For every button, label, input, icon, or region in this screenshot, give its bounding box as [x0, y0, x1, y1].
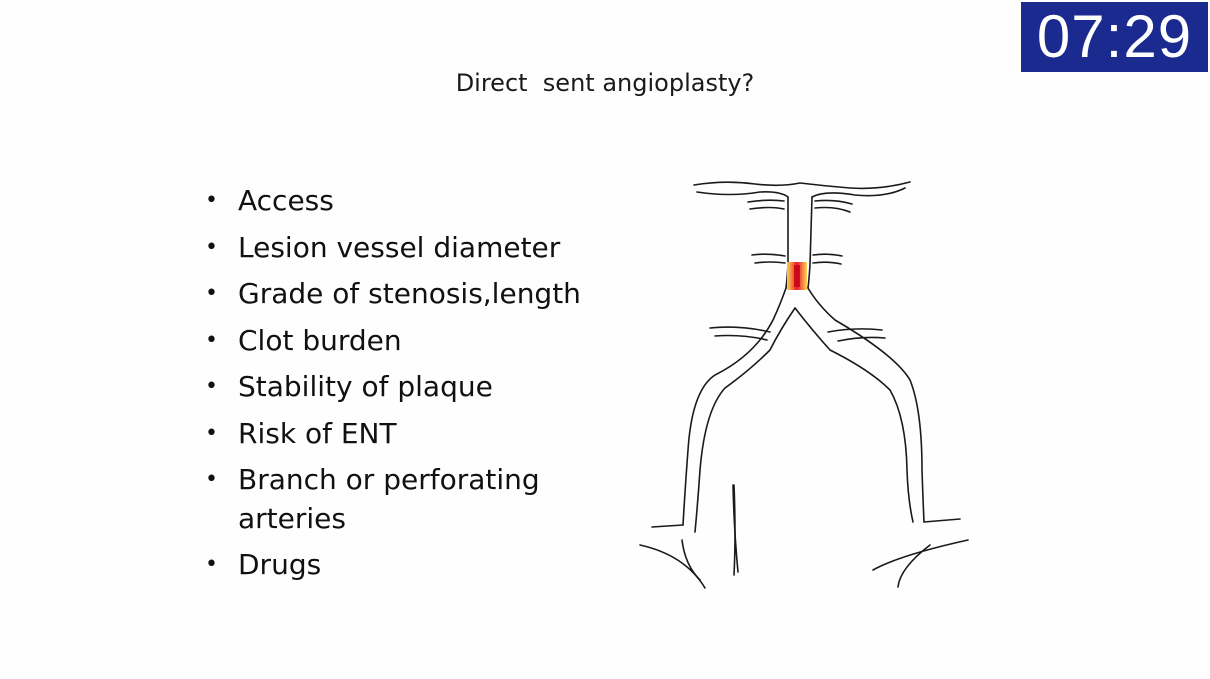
sca-right-lower — [814, 206, 851, 213]
bullet-item: • Drugs — [200, 546, 620, 585]
sca-right-upper — [814, 199, 853, 205]
right-vertebral-inner — [794, 307, 914, 523]
pca-upper-wall — [693, 181, 911, 190]
bullet-item: • Clot burden — [200, 322, 620, 361]
bullet-text: Access — [238, 184, 334, 217]
bullet-dot: • — [205, 552, 218, 577]
bullet-item: • Grade of stenosis,length — [200, 275, 620, 314]
bullet-text: Clot burden — [238, 323, 402, 357]
bullet-dot: • — [205, 234, 218, 260]
left-vertebral-inner — [694, 307, 796, 533]
bullet-item: • Risk of ENT — [200, 415, 620, 454]
sca-left-lower — [749, 206, 785, 210]
mid-branch-left-lower — [754, 261, 786, 264]
bullet-text: Grade of stenosis,length — [238, 277, 581, 310]
bottom-curve-right — [872, 539, 969, 571]
bullet-text: Lesion vessel diameter — [238, 230, 561, 264]
bottom-inner-left — [681, 539, 701, 581]
mid-branch-right-upper — [812, 253, 843, 257]
bullet-dot: • — [205, 467, 218, 492]
bullet-dot: • — [205, 281, 218, 306]
bottom-inner-right — [897, 544, 931, 588]
bullet-text: Branch or perforating arteries — [238, 463, 540, 535]
spinal-line-right — [733, 484, 736, 576]
pca-lower-wall-right — [811, 187, 906, 198]
mid-branch-left-upper — [751, 253, 786, 257]
bullet-text: Drugs — [238, 548, 322, 581]
basilar-right-wall — [807, 196, 813, 289]
lower-branch-left-upper — [709, 326, 771, 333]
bullet-text: Risk of ENT — [238, 416, 397, 450]
stenosis-core — [794, 265, 800, 287]
right-vertebral-stub — [923, 518, 961, 523]
bullet-text: Stability of plaque — [238, 370, 493, 403]
countdown-timer: 07:29 — [1021, 2, 1208, 72]
lower-branch-right-upper — [827, 328, 883, 333]
left-vertebral-outer — [682, 287, 787, 526]
lower-branch-right-lower — [837, 336, 886, 342]
bullet-item: • Access — [200, 182, 620, 221]
right-vertebral-outer — [807, 287, 925, 523]
bullet-list: • Access • Lesion vessel diameter • Grade o… — [200, 182, 620, 593]
sca-left-upper — [747, 199, 785, 203]
bullet-item: • Branch or perforating arteries — [200, 461, 620, 538]
bullet-dot: • — [205, 327, 218, 353]
lower-branch-left-lower — [714, 334, 768, 341]
pca-lower-wall-left — [696, 191, 789, 198]
bullet-dot: • — [205, 374, 218, 399]
basilar-artery-diagram — [639, 181, 969, 589]
left-vertebral-stub — [651, 524, 684, 528]
bullet-dot: • — [205, 188, 218, 213]
slide-title: Direct sent angioplasty? — [455, 69, 755, 97]
bullet-dot: • — [205, 420, 218, 446]
bullet-item: • Stability of plaque — [200, 368, 620, 407]
mid-branch-right-lower — [812, 261, 842, 265]
bottom-curve-left — [639, 544, 706, 589]
bullet-item: • Lesion vessel diameter — [200, 229, 620, 268]
